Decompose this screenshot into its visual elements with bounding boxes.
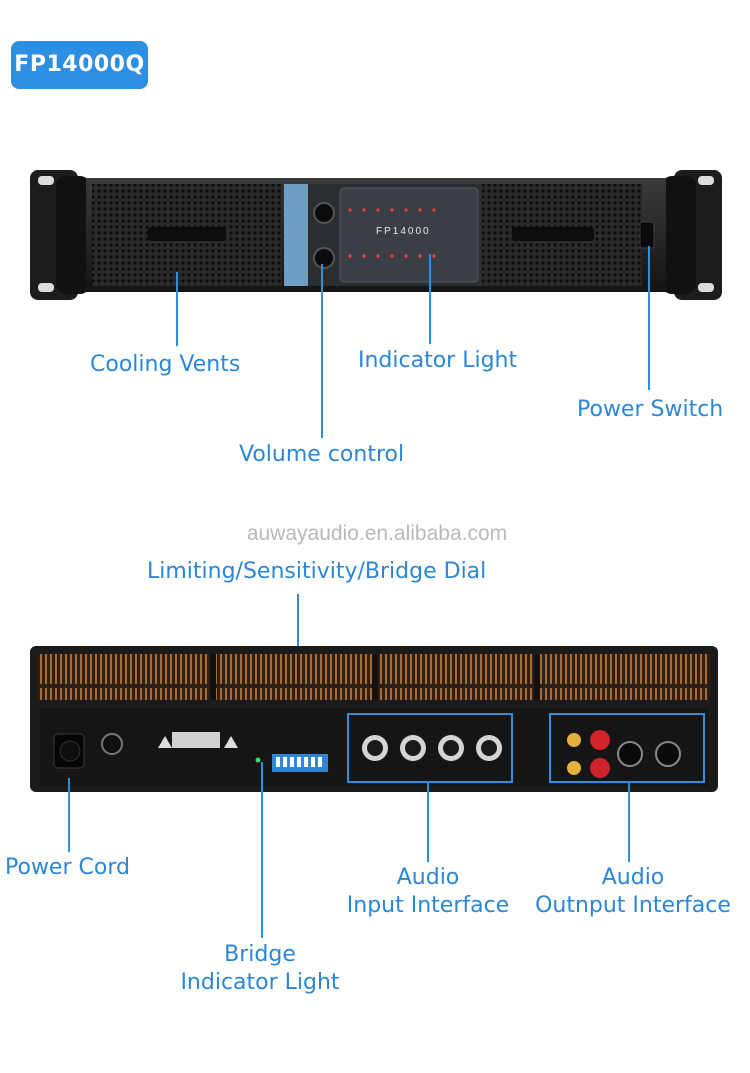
leader-line-power-cord bbox=[68, 778, 70, 852]
callout-power-switch: Power Switch bbox=[577, 397, 724, 422]
leader-line-bridge bbox=[261, 762, 263, 938]
leader-line-audio-input bbox=[427, 782, 429, 862]
callout-bridge-indicator: Bridge Indicator Light bbox=[170, 941, 350, 997]
callout-audio-output: Audio Outnput Interface bbox=[530, 864, 736, 920]
callout-audio-input-line1: Audio bbox=[396, 865, 460, 890]
callout-volume-control: Volume control bbox=[239, 442, 405, 467]
amplifier-front-panel-image bbox=[30, 170, 722, 300]
callout-bridge-line1: Bridge bbox=[224, 942, 296, 967]
callout-indicator-light: Indicator Light bbox=[358, 348, 518, 373]
leader-line-power-switch bbox=[648, 246, 650, 390]
callout-power-cord: Power Cord bbox=[5, 855, 130, 880]
front-model-text: FP14000 bbox=[376, 226, 431, 237]
leader-line-cooling bbox=[176, 272, 178, 346]
callout-limiting-dial: Limiting/Sensitivity/Bridge Dial bbox=[147, 559, 487, 584]
model-badge: FP14000Q bbox=[11, 41, 148, 89]
callout-audio-input-line2: Input Interface bbox=[346, 893, 510, 918]
callout-audio-output-line2: Outnput Interface bbox=[535, 893, 731, 918]
callout-bridge-line2: Indicator Light bbox=[180, 970, 340, 995]
amplifier-rear-panel-image bbox=[30, 646, 718, 792]
callout-cooling-vents: Cooling Vents bbox=[90, 352, 241, 377]
leader-line-volume bbox=[321, 264, 323, 438]
callout-audio-input: Audio Input Interface bbox=[340, 864, 516, 920]
leader-line-indicator bbox=[429, 254, 431, 344]
watermark-text: auwayaudio.en.alibaba.com bbox=[246, 522, 508, 545]
callout-audio-output-line1: Audio bbox=[601, 865, 665, 890]
leader-line-audio-output bbox=[628, 782, 630, 862]
